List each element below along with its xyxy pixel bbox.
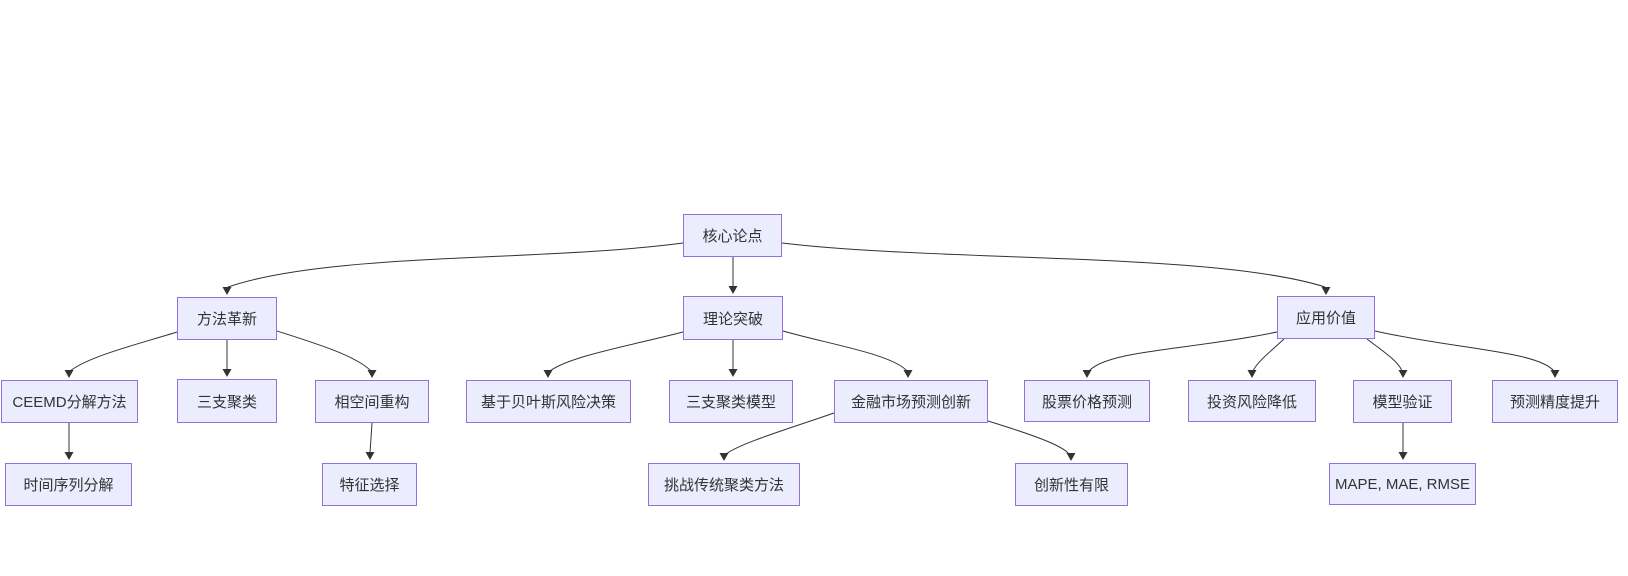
- node-model-validation: 模型验证: [1353, 380, 1452, 423]
- node-challenge-traditional-clustering: 挑战传统聚类方法: [648, 463, 800, 506]
- node-prediction-accuracy-improvement: 预测精度提升: [1492, 380, 1618, 423]
- node-label: 模型验证: [1372, 394, 1433, 411]
- node-label: 核心论点: [702, 228, 763, 245]
- edge-core-to-method: [222, 242, 684, 295]
- edge-core-to-theory: [728, 257, 738, 294]
- edge-value-to-accuracy: [1374, 330, 1560, 378]
- node-bayesian-risk-decision: 基于贝叶斯风险决策: [466, 380, 631, 423]
- node-three-way-clustering-model: 三支聚类模型: [669, 380, 793, 423]
- node-phase-space-reconstruction: 相空间重构: [315, 380, 429, 423]
- node-label: 相空间重构: [334, 394, 410, 411]
- edge-value-to-model-val: [1366, 338, 1408, 378]
- node-financial-market-prediction-innovation: 金融市场预测创新: [834, 380, 988, 423]
- node-label: CEEMD分解方法: [12, 394, 127, 411]
- edge-value-to-stock: [1082, 331, 1278, 378]
- node-theory-breakthrough: 理论突破: [683, 296, 783, 340]
- edge-phase-to-feature: [365, 422, 375, 460]
- node-method-innovation: 方法革新: [177, 297, 277, 340]
- node-label: 三支聚类模型: [685, 394, 776, 411]
- node-label: 股票价格预测: [1041, 393, 1132, 411]
- node-label: 三支聚类: [196, 393, 257, 411]
- node-label: 时间序列分解: [23, 477, 114, 494]
- edge-finance-to-limited: [987, 420, 1076, 461]
- node-label: 理论突破: [702, 310, 763, 328]
- edge-model-val-to-metrics: [1398, 423, 1408, 460]
- node-feature-selection: 特征选择: [322, 463, 417, 506]
- node-label: 创新性有限: [1033, 477, 1109, 494]
- node-application-value: 应用价值: [1277, 296, 1375, 339]
- node-label: MAPE, MAE, RMSE: [1334, 475, 1471, 493]
- node-label: 基于贝叶斯风险决策: [480, 394, 616, 411]
- node-core-argument: 核心论点: [683, 214, 782, 257]
- edge-method-to-ceemd: [64, 331, 178, 378]
- node-three-way-clustering: 三支聚类: [177, 379, 277, 423]
- node-evaluation-metrics: MAPE, MAE, RMSE: [1329, 463, 1476, 505]
- edge-theory-to-twc-model: [728, 340, 738, 377]
- edge-core-to-value: [781, 242, 1331, 295]
- node-label: 特征选择: [339, 477, 400, 494]
- edge-finance-to-challenge: [719, 412, 835, 461]
- edge-value-to-invest: [1247, 338, 1285, 378]
- node-label: 应用价值: [1295, 310, 1356, 327]
- edge-method-to-three-way: [222, 340, 232, 377]
- node-time-series-decomposition: 时间序列分解: [5, 463, 132, 506]
- node-investment-risk-reduction: 投资风险降低: [1188, 380, 1316, 422]
- node-label: 投资风险降低: [1206, 393, 1297, 411]
- node-label: 方法革新: [196, 311, 257, 328]
- node-label: 金融市场预测创新: [850, 394, 971, 411]
- node-label: 挑战传统聚类方法: [663, 477, 784, 494]
- edge-method-to-phase: [276, 330, 377, 378]
- edge-theory-to-bayes: [543, 331, 684, 378]
- node-stock-price-prediction: 股票价格预测: [1024, 380, 1150, 422]
- edge-ceemd-to-ts-decomp: [64, 423, 74, 460]
- node-ceemd-decomposition: CEEMD分解方法: [1, 380, 138, 423]
- node-label: 预测精度提升: [1509, 394, 1600, 411]
- node-limited-innovation: 创新性有限: [1015, 463, 1128, 506]
- edge-theory-to-finance: [782, 330, 913, 378]
